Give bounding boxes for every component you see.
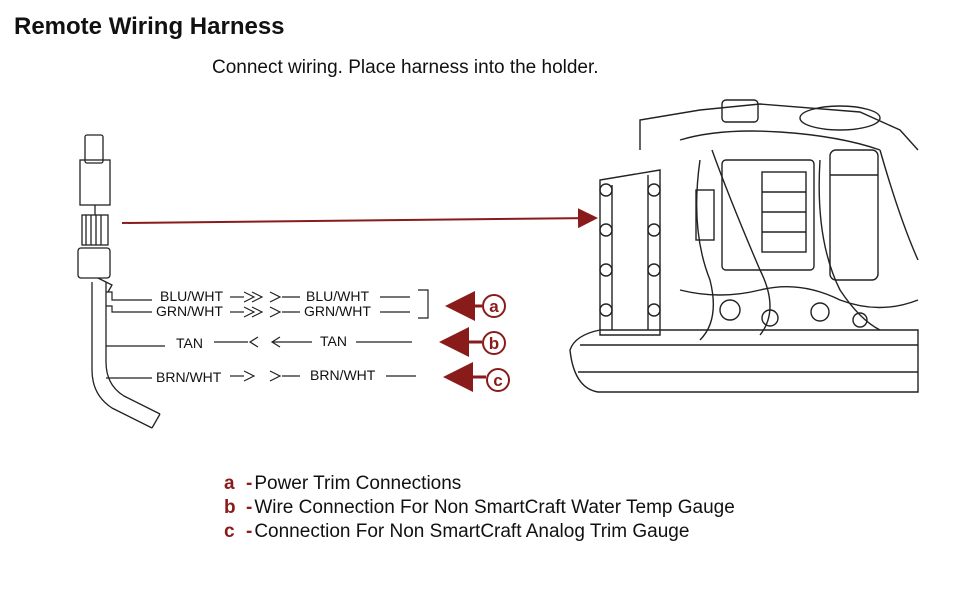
callout-c: c: [443, 362, 510, 392]
legend-dash: -: [246, 473, 253, 494]
page-title: Remote Wiring Harness: [14, 13, 285, 40]
placement-arrow: [121, 208, 598, 229]
callout-b-label: b: [489, 334, 499, 353]
wire-label-left-blu-wht: BLU/WHT: [160, 288, 223, 304]
legend-dash: -: [246, 497, 253, 518]
wire-label-left-grn-wht: GRN/WHT: [156, 303, 223, 319]
callout-c-label: c: [493, 371, 502, 390]
wire-leads: [106, 289, 429, 382]
wire-label-right-blu-wht: BLU/WHT: [306, 288, 369, 304]
wire-label-right-tan: TAN: [320, 333, 347, 349]
legend: a-Power Trim Connections b-Wire Connecti…: [224, 472, 735, 544]
legend-key: c: [224, 521, 235, 542]
legend-key: a: [224, 473, 235, 494]
legend-text: Wire Connection For Non SmartCraft Water…: [254, 497, 735, 518]
instruction-text: Connect wiring. Place harness into the h…: [212, 57, 599, 78]
callout-a-label: a: [489, 297, 499, 316]
wire-label-right-brn-wht: BRN/WHT: [310, 367, 376, 383]
legend-key: b: [224, 497, 236, 518]
legend-text: Connection For Non SmartCraft Analog Tri…: [254, 521, 690, 542]
legend-item-a: a-Power Trim Connections: [224, 472, 735, 496]
wire-label-right-grn-wht: GRN/WHT: [304, 303, 371, 319]
legend-item-c: c-Connection For Non SmartCraft Analog T…: [224, 520, 735, 544]
callout-a: a: [445, 291, 506, 321]
legend-text: Power Trim Connections: [254, 473, 462, 494]
harness-connector: [77, 134, 161, 429]
wire-label-left-tan: TAN: [176, 335, 203, 351]
engine-illustration: [569, 99, 919, 393]
legend-dash: -: [246, 521, 253, 542]
callout-b: b: [439, 327, 506, 357]
wire-label-left-brn-wht: BRN/WHT: [156, 369, 222, 385]
legend-item-b: b-Wire Connection For Non SmartCraft Wat…: [224, 496, 735, 520]
